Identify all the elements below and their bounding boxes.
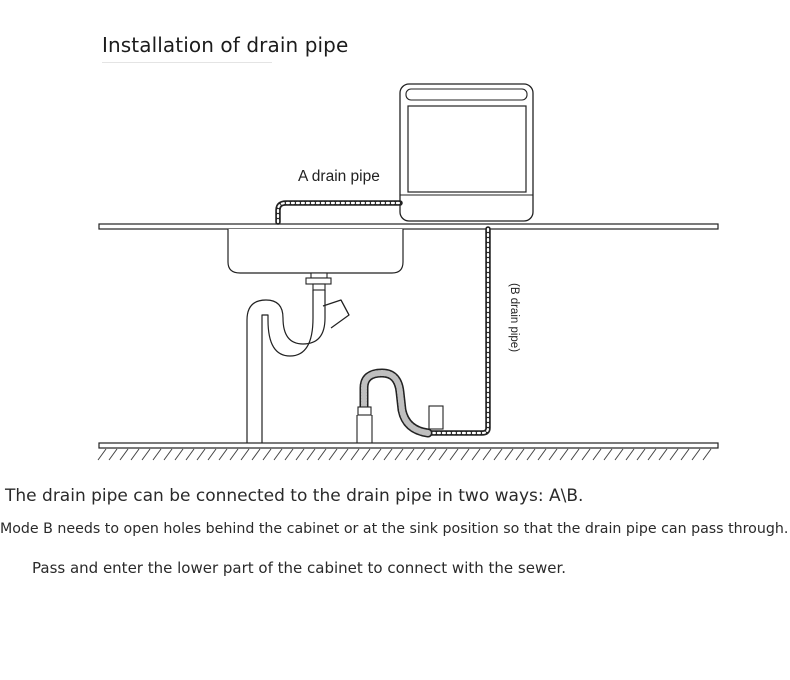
sink-drain-fitting (305, 272, 332, 291)
hatch-mark (394, 448, 404, 461)
hatch-mark (691, 448, 701, 461)
hatch-mark (97, 448, 107, 461)
hatch-mark (427, 448, 437, 461)
hatch-mark (262, 448, 272, 461)
hatch-mark (680, 448, 690, 461)
sink-trap (246, 290, 350, 443)
hatch-mark (350, 448, 360, 461)
hatch-mark (174, 448, 184, 461)
hatch-mark (317, 448, 327, 461)
hatch-mark (108, 448, 118, 461)
hatch-mark (306, 448, 316, 461)
hatch-mark (130, 448, 140, 461)
hatch-mark (405, 448, 415, 461)
caption-mode-b: Mode B needs to open holes behind the ca… (0, 521, 789, 537)
hatch-mark (482, 448, 492, 461)
hatch-mark (196, 448, 206, 461)
b-drain-pipe-label: (B drain pipe) (508, 283, 520, 352)
hatch-mark (119, 448, 129, 461)
hatch-mark (163, 448, 173, 461)
hatch-mark (526, 448, 536, 461)
hatch-mark (383, 448, 393, 461)
countertop (98, 223, 719, 230)
floor-stub (428, 405, 444, 430)
caption-sewer: Pass and enter the lower part of the cab… (32, 559, 567, 577)
a-drain-pipe (275, 200, 403, 225)
hatch-mark (449, 448, 459, 461)
hatch-mark (273, 448, 283, 461)
hatch-mark (658, 448, 668, 461)
hatch-mark (537, 448, 547, 461)
diagram-title: Installation of drain pipe (102, 33, 349, 57)
hatch-mark (570, 448, 580, 461)
hatch-mark (504, 448, 514, 461)
hatch-mark (251, 448, 261, 461)
caption-two-ways: The drain pipe can be connected to the d… (5, 486, 584, 506)
hatch-mark (592, 448, 602, 461)
dishwasher (399, 83, 534, 222)
hatch-mark (603, 448, 613, 461)
hatch-mark (559, 448, 569, 461)
hatch-mark (218, 448, 228, 461)
hatch-mark (207, 448, 217, 461)
hatch-mark (471, 448, 481, 461)
flexible-hose (359, 368, 433, 438)
hatch-mark (284, 448, 294, 461)
hatch-mark (295, 448, 305, 461)
hatch-mark (493, 448, 503, 461)
b-drain-pipe (425, 226, 491, 436)
hatch-mark (515, 448, 525, 461)
hatch-mark (669, 448, 679, 461)
hatch-mark (328, 448, 338, 461)
hatch-mark (416, 448, 426, 461)
hatch-mark (614, 448, 624, 461)
hatch-mark (361, 448, 371, 461)
sewer-standpipe (356, 406, 373, 443)
hatch-mark (152, 448, 162, 461)
hatch-mark (702, 448, 712, 461)
hatch-mark (636, 448, 646, 461)
hatch-mark (460, 448, 470, 461)
hatch-mark (581, 448, 591, 461)
hatch-mark (372, 448, 382, 461)
hatch-mark (339, 448, 349, 461)
hatch-mark (438, 448, 448, 461)
hatch-mark (548, 448, 558, 461)
hatch-mark (625, 448, 635, 461)
sink-basin (227, 229, 404, 274)
floor-hatching (97, 448, 712, 461)
title-underline (102, 62, 272, 63)
hatch-mark (240, 448, 250, 461)
hatch-mark (229, 448, 239, 461)
floor-line (98, 442, 719, 449)
hatch-mark (141, 448, 151, 461)
hatch-mark (185, 448, 195, 461)
hatch-mark (647, 448, 657, 461)
a-drain-pipe-label: A drain pipe (298, 168, 380, 185)
